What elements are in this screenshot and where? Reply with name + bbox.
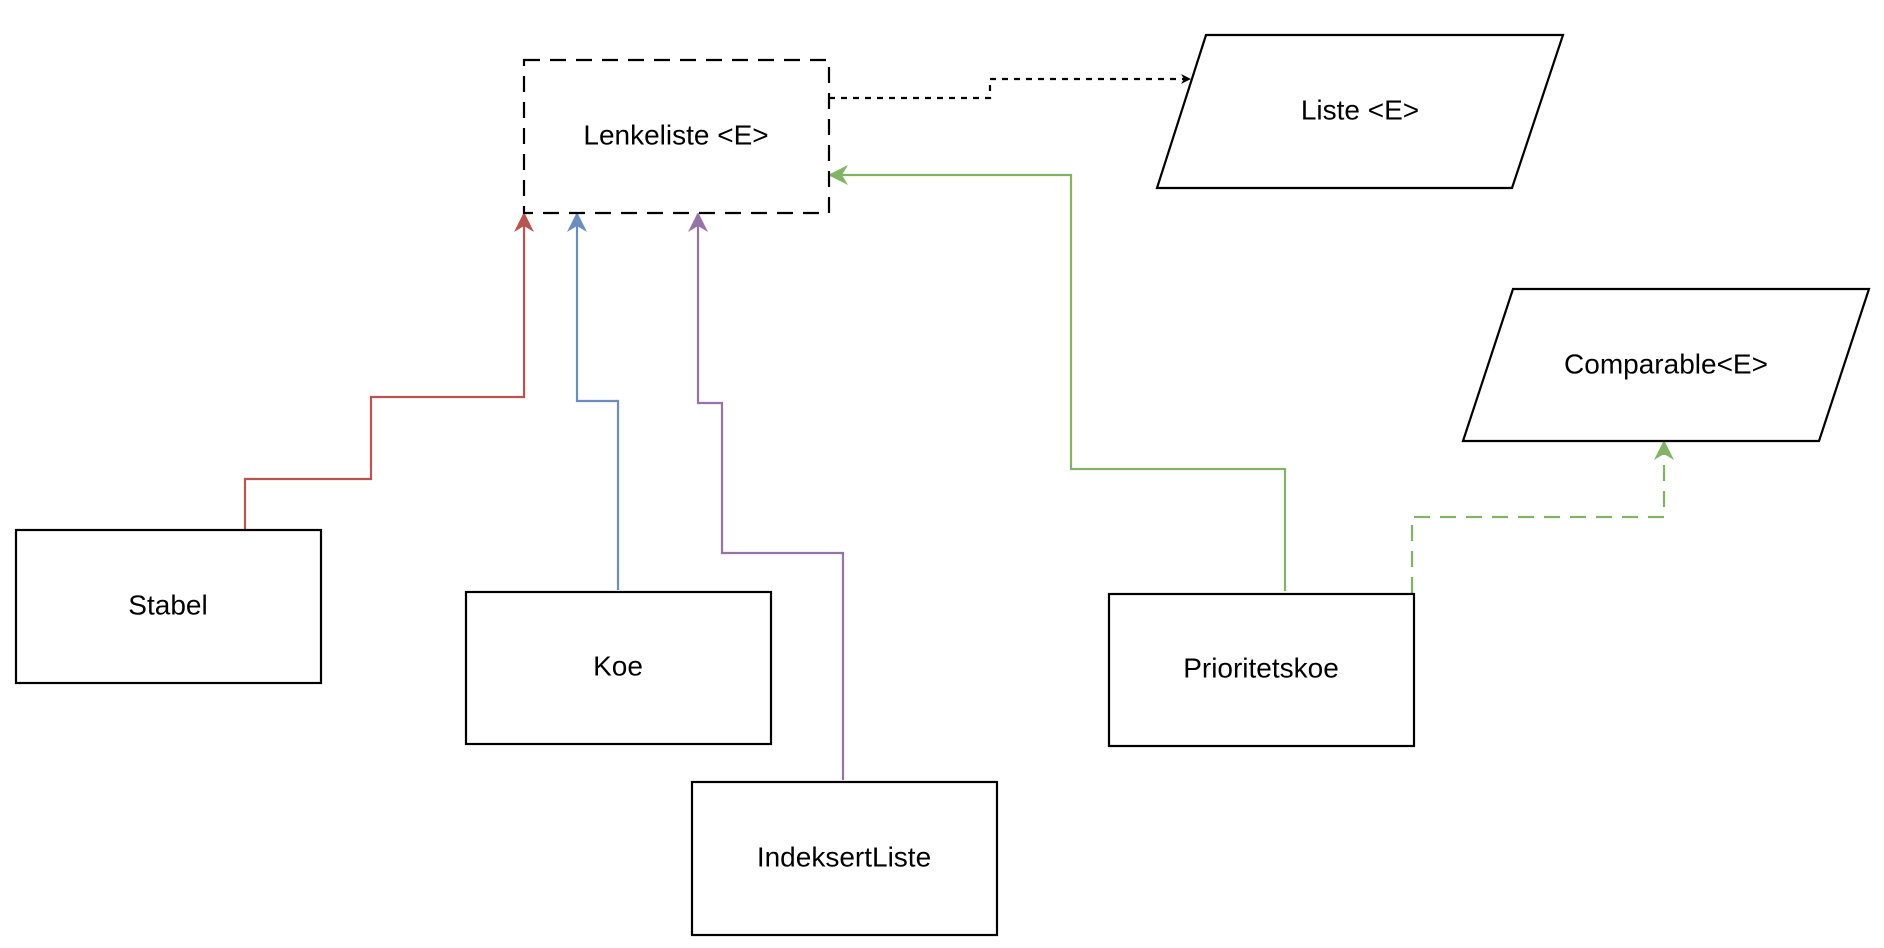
node-koe-label: Koe: [593, 650, 643, 681]
node-liste-label: Liste <E>: [1301, 94, 1419, 125]
edge-prioritetskoe-to-comparable: [1410, 440, 1674, 593]
edge-lenkeliste-to-liste: [829, 74, 1191, 100]
node-comparable-label: Comparable<E>: [1564, 348, 1768, 379]
node-prioritetskoe-label: Prioritetskoe: [1183, 652, 1339, 683]
node-lenkeliste[interactable]: Lenkeliste <E>: [522, 58, 831, 215]
node-liste[interactable]: Liste <E>: [1155, 33, 1565, 190]
edge-prioritetskoe-to-lenkeliste: [828, 165, 1287, 591]
edge-indeksertliste-to-lenkeliste: [688, 212, 845, 780]
node-indeksert-liste[interactable]: IndeksertListe: [690, 780, 999, 937]
node-stabel-label: Stabel: [128, 589, 207, 620]
node-stabel[interactable]: Stabel: [14, 528, 323, 685]
node-prioritetskoe[interactable]: Prioritetskoe: [1107, 592, 1416, 748]
edge-stabel-to-lenkeliste: [243, 212, 534, 530]
edge-koe-to-lenkeliste: [567, 212, 620, 590]
node-koe[interactable]: Koe: [464, 590, 773, 746]
node-lenkeliste-label: Lenkeliste <E>: [583, 119, 768, 150]
node-indeksert-liste-label: IndeksertListe: [757, 841, 931, 872]
node-comparable[interactable]: Comparable<E>: [1461, 287, 1871, 443]
